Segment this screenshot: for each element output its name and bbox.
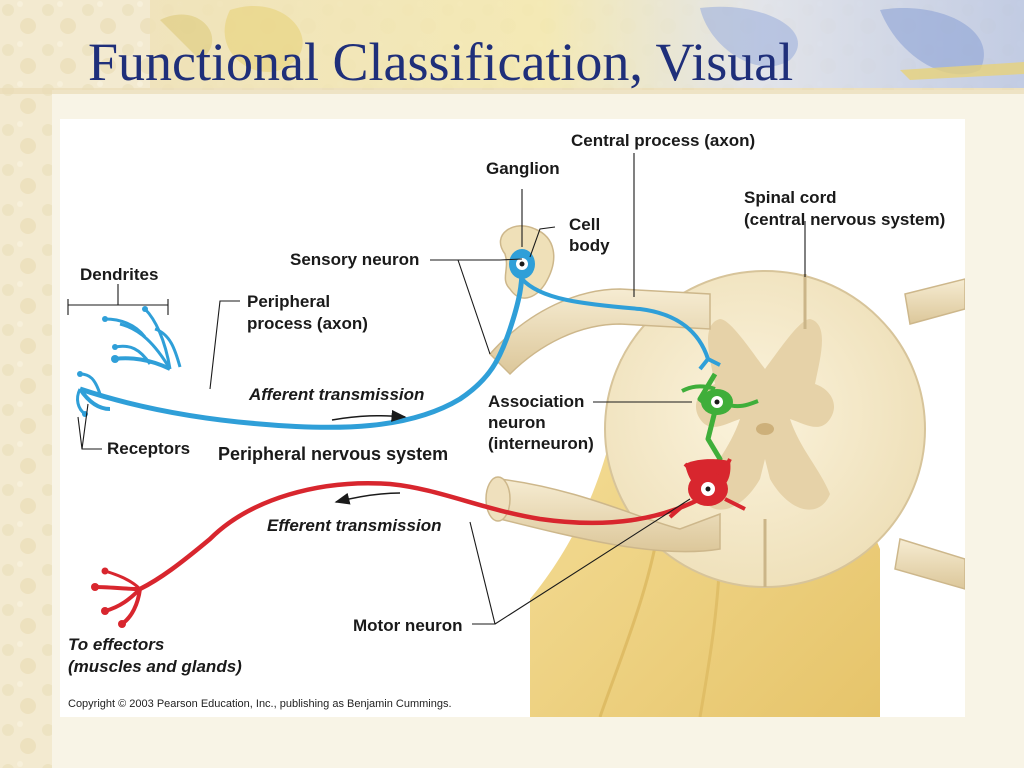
label-central-process: Central process (axon)	[571, 131, 755, 150]
label-spinal-cord-sub: (central nervous system)	[744, 210, 945, 229]
motor-neuron	[91, 458, 746, 628]
label-neuron: neuron	[488, 413, 546, 432]
leader-lines	[67, 153, 806, 625]
reflex-arc-figure: Central process (axon) Ganglion Cell bod…	[60, 119, 965, 717]
ventral-root	[499, 478, 721, 553]
label-peripheral: Peripheral	[247, 292, 330, 311]
sensory-neuron	[76, 268, 721, 430]
label-association: Association	[488, 392, 584, 411]
central-canal	[756, 423, 774, 435]
label-muscles-and-glands: (muscles and glands)	[68, 657, 242, 676]
label-cell: Cell	[569, 215, 600, 234]
label-motor-neuron: Motor neuron	[353, 616, 463, 635]
label-spinal-cord: Spinal cord	[744, 188, 837, 207]
label-dendrites: Dendrites	[80, 265, 158, 284]
efferent-arrow	[334, 492, 401, 505]
afferent-arrow	[331, 409, 407, 422]
label-to-effectors: To effectors	[68, 635, 164, 654]
spinal-nerve-cut-end	[485, 476, 511, 522]
label-peripheral-nervous-system: Peripheral nervous system	[218, 444, 448, 464]
label-process-axon: process (axon)	[247, 314, 368, 333]
label-body: body	[569, 236, 610, 255]
reflex-arc-diagram: Central process (axon) Ganglion Cell bod…	[67, 131, 965, 717]
label-sensory-neuron: Sensory neuron	[290, 250, 419, 269]
label-afferent-transmission: Afferent transmission	[248, 385, 424, 404]
slide-title: Functional Classification, Visual	[88, 32, 794, 92]
label-receptors: Receptors	[107, 439, 190, 458]
label-efferent-transmission: Efferent transmission	[267, 516, 441, 535]
copyright-notice: Copyright © 2003 Pearson Education, Inc.…	[68, 698, 452, 710]
label-ganglion: Ganglion	[486, 159, 560, 178]
label-interneuron: (interneuron)	[488, 434, 594, 453]
